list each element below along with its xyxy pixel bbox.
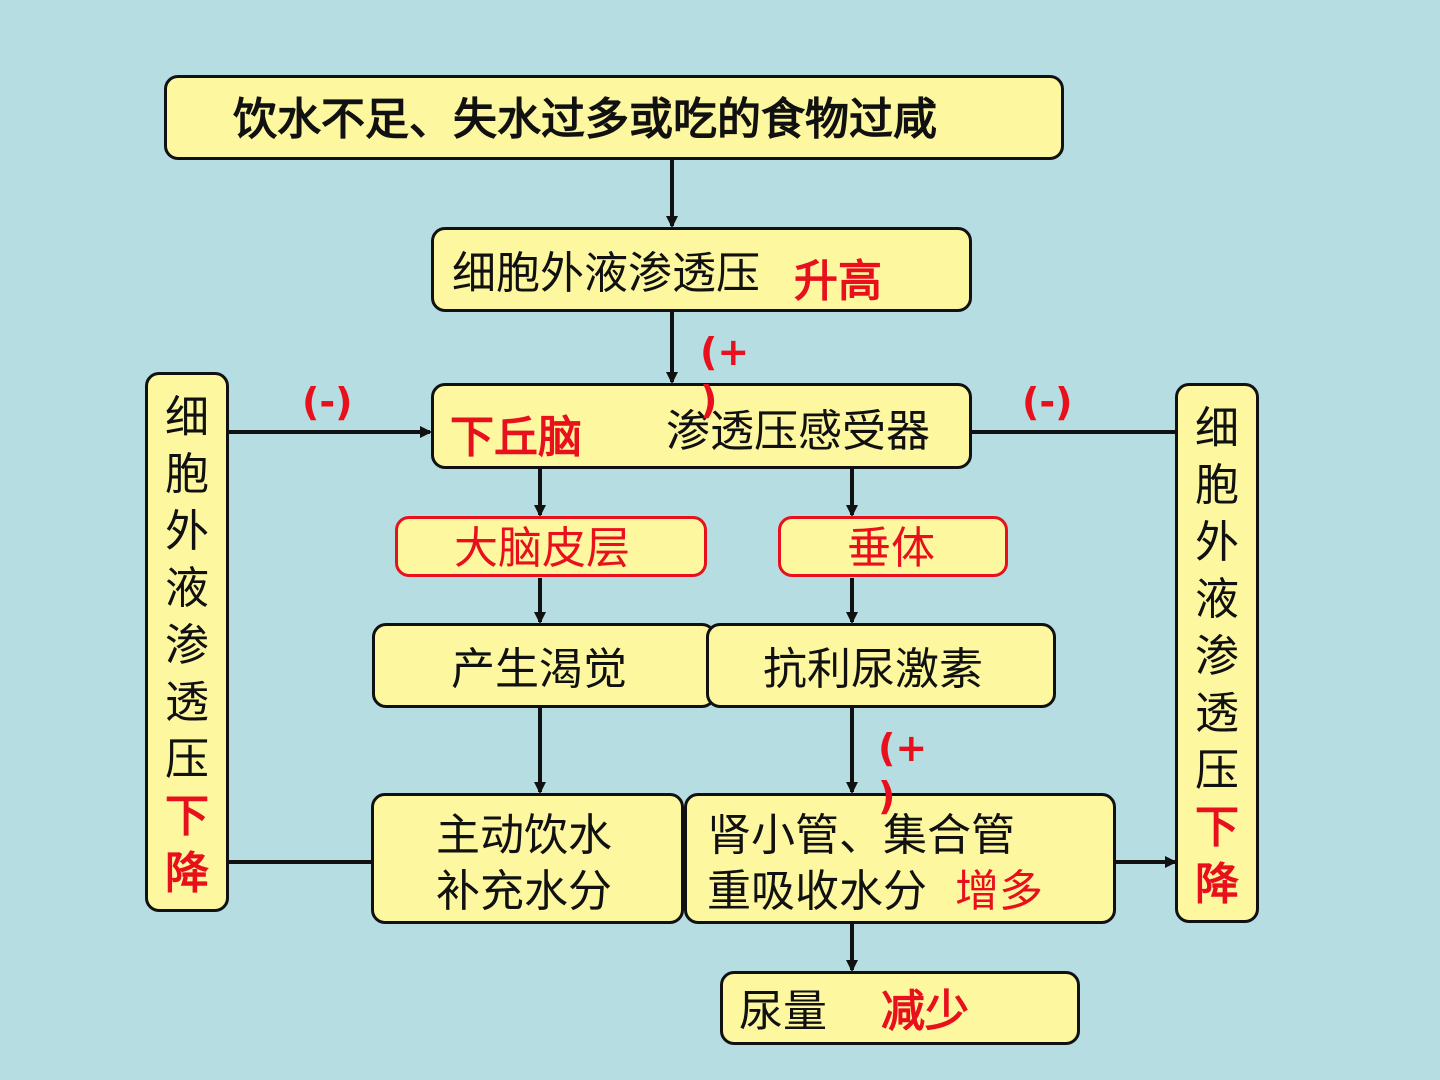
osmotic-rise-change: 升高 (794, 256, 882, 307)
kidney-line2: 重吸收水分 (707, 866, 927, 917)
left-osmotic-drop-box: 细胞外液渗透压 下降 (145, 372, 229, 912)
plus-sign-lower: (+ (878, 726, 928, 770)
thirst-box: 产生渴觉 (372, 623, 716, 708)
pituitary-label: 垂体 (847, 523, 935, 574)
osmotic-rise-label: 细胞外液渗透压 (452, 248, 760, 299)
kidney-box: 肾小管、集合管 重吸收水分 增多 (684, 793, 1116, 924)
plus-sign-upper: (+ (700, 330, 750, 374)
right-osmotic-drop-text: 细胞外液渗透压 下降 (1178, 400, 1256, 913)
cortex-label: 大脑皮层 (454, 523, 630, 574)
thirst-label: 产生渴觉 (451, 644, 627, 695)
hypothalamus-box: 下丘脑 渗透压感受器 (431, 383, 972, 469)
plus-sign-lower-close: ) (878, 774, 896, 818)
minus-sign-left: (-) (302, 380, 353, 424)
adh-box: 抗利尿激素 (706, 623, 1056, 708)
cortex-box: 大脑皮层 (395, 516, 707, 577)
left-osmotic-drop-label: 细胞外液渗透压 (165, 392, 209, 785)
cause-box: 饮水不足、失水过多或吃的食物过咸 (164, 75, 1064, 160)
drink-box: 主动饮水 补充水分 (371, 793, 684, 924)
right-osmotic-drop-change: 下降 (1195, 802, 1239, 910)
right-osmotic-drop-label: 细胞外液渗透压 (1195, 403, 1239, 796)
left-osmotic-drop-text: 细胞外液渗透压 下降 (148, 389, 226, 902)
urine-change: 减少 (881, 986, 969, 1037)
minus-sign-right: (-) (1022, 380, 1073, 424)
kidney-change: 增多 (955, 866, 1043, 917)
cause-text: 饮水不足、失水过多或吃的食物过咸 (233, 94, 937, 145)
left-osmotic-drop-change: 下降 (165, 791, 209, 899)
osmotic-rise-box: 细胞外液渗透压 升高 (431, 227, 972, 312)
osmoreceptor-label: 渗透压感受器 (666, 406, 930, 457)
right-osmotic-drop-box: 细胞外液渗透压 下降 (1175, 383, 1259, 923)
hypothalamus-region: 下丘脑 (450, 412, 582, 463)
urine-label: 尿量 (739, 986, 827, 1037)
drink-line2: 补充水分 (436, 866, 612, 917)
pituitary-box: 垂体 (778, 516, 1008, 577)
drink-line1: 主动饮水 (436, 810, 612, 861)
plus-sign-upper-close: ) (700, 378, 718, 422)
adh-label: 抗利尿激素 (763, 644, 983, 695)
kidney-line1: 肾小管、集合管 (707, 810, 1015, 861)
urine-box: 尿量 减少 (720, 971, 1080, 1045)
